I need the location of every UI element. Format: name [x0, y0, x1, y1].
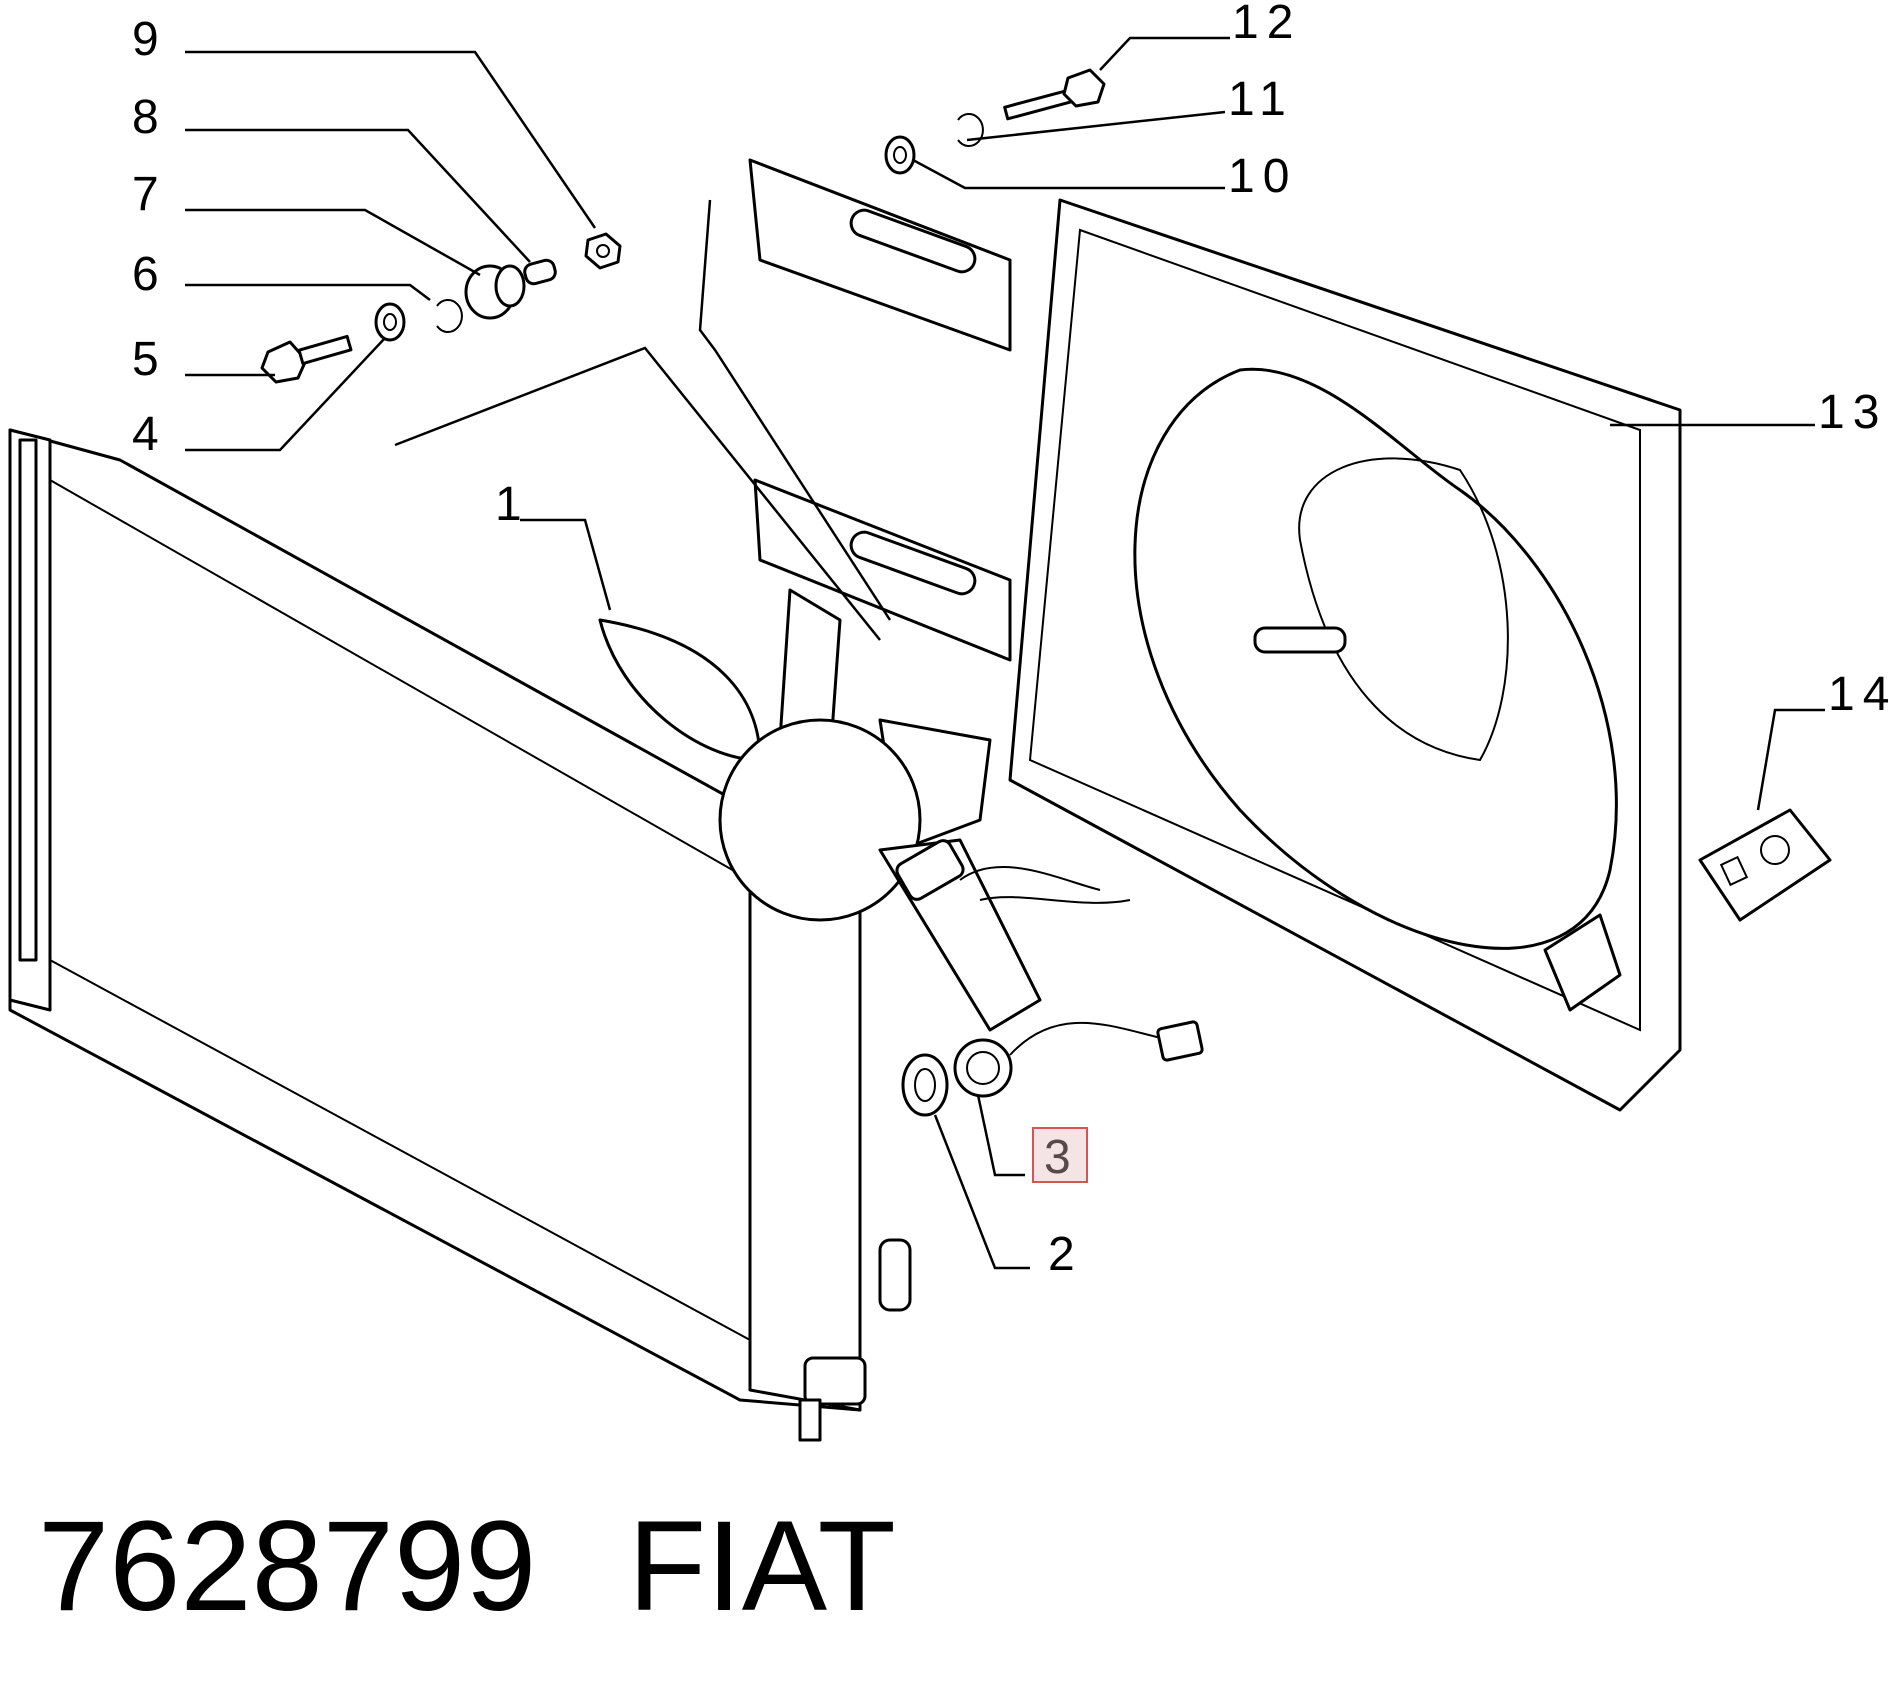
callout-6: 6: [132, 248, 167, 301]
highlighted-callout[interactable]: 3: [1032, 1127, 1088, 1184]
callout-13: 13: [1818, 386, 1887, 439]
brand-name: FIAT: [628, 1495, 896, 1638]
sealing-washer: [901, 1053, 949, 1117]
callout-9: 9: [132, 13, 167, 66]
callout-12: 12: [1232, 0, 1301, 49]
highlight-box: [1032, 1127, 1088, 1183]
callout-8: 8: [132, 91, 167, 144]
callout-5: 5: [132, 333, 167, 386]
hardware: [260, 68, 1106, 384]
leader-lines: [185, 36, 1825, 1270]
callout-11: 11: [1228, 73, 1294, 126]
mounting-bracket: [748, 158, 1012, 662]
connector-clip: [1698, 808, 1832, 922]
radiator: [8, 428, 912, 1442]
callout-1: 1: [495, 478, 530, 531]
callout-4: 4: [132, 408, 167, 461]
cooling-fan: [598, 588, 1131, 1032]
callout-2: 2: [1048, 1228, 1083, 1281]
footer: 7628799 FIAT: [38, 1495, 896, 1638]
fan-shroud: [1008, 198, 1682, 1112]
part-number: 7628799: [38, 1495, 536, 1638]
callout-10: 10: [1228, 150, 1297, 203]
callout-3: 3: [1044, 1131, 1071, 1184]
callout-7: 7: [132, 168, 167, 221]
thermal-switch: [953, 1020, 1204, 1098]
callout-labels: 1 2 4 5 6 7 8 9 10 11 12 13 14: [132, 0, 1889, 1281]
callout-14: 14: [1828, 668, 1889, 721]
